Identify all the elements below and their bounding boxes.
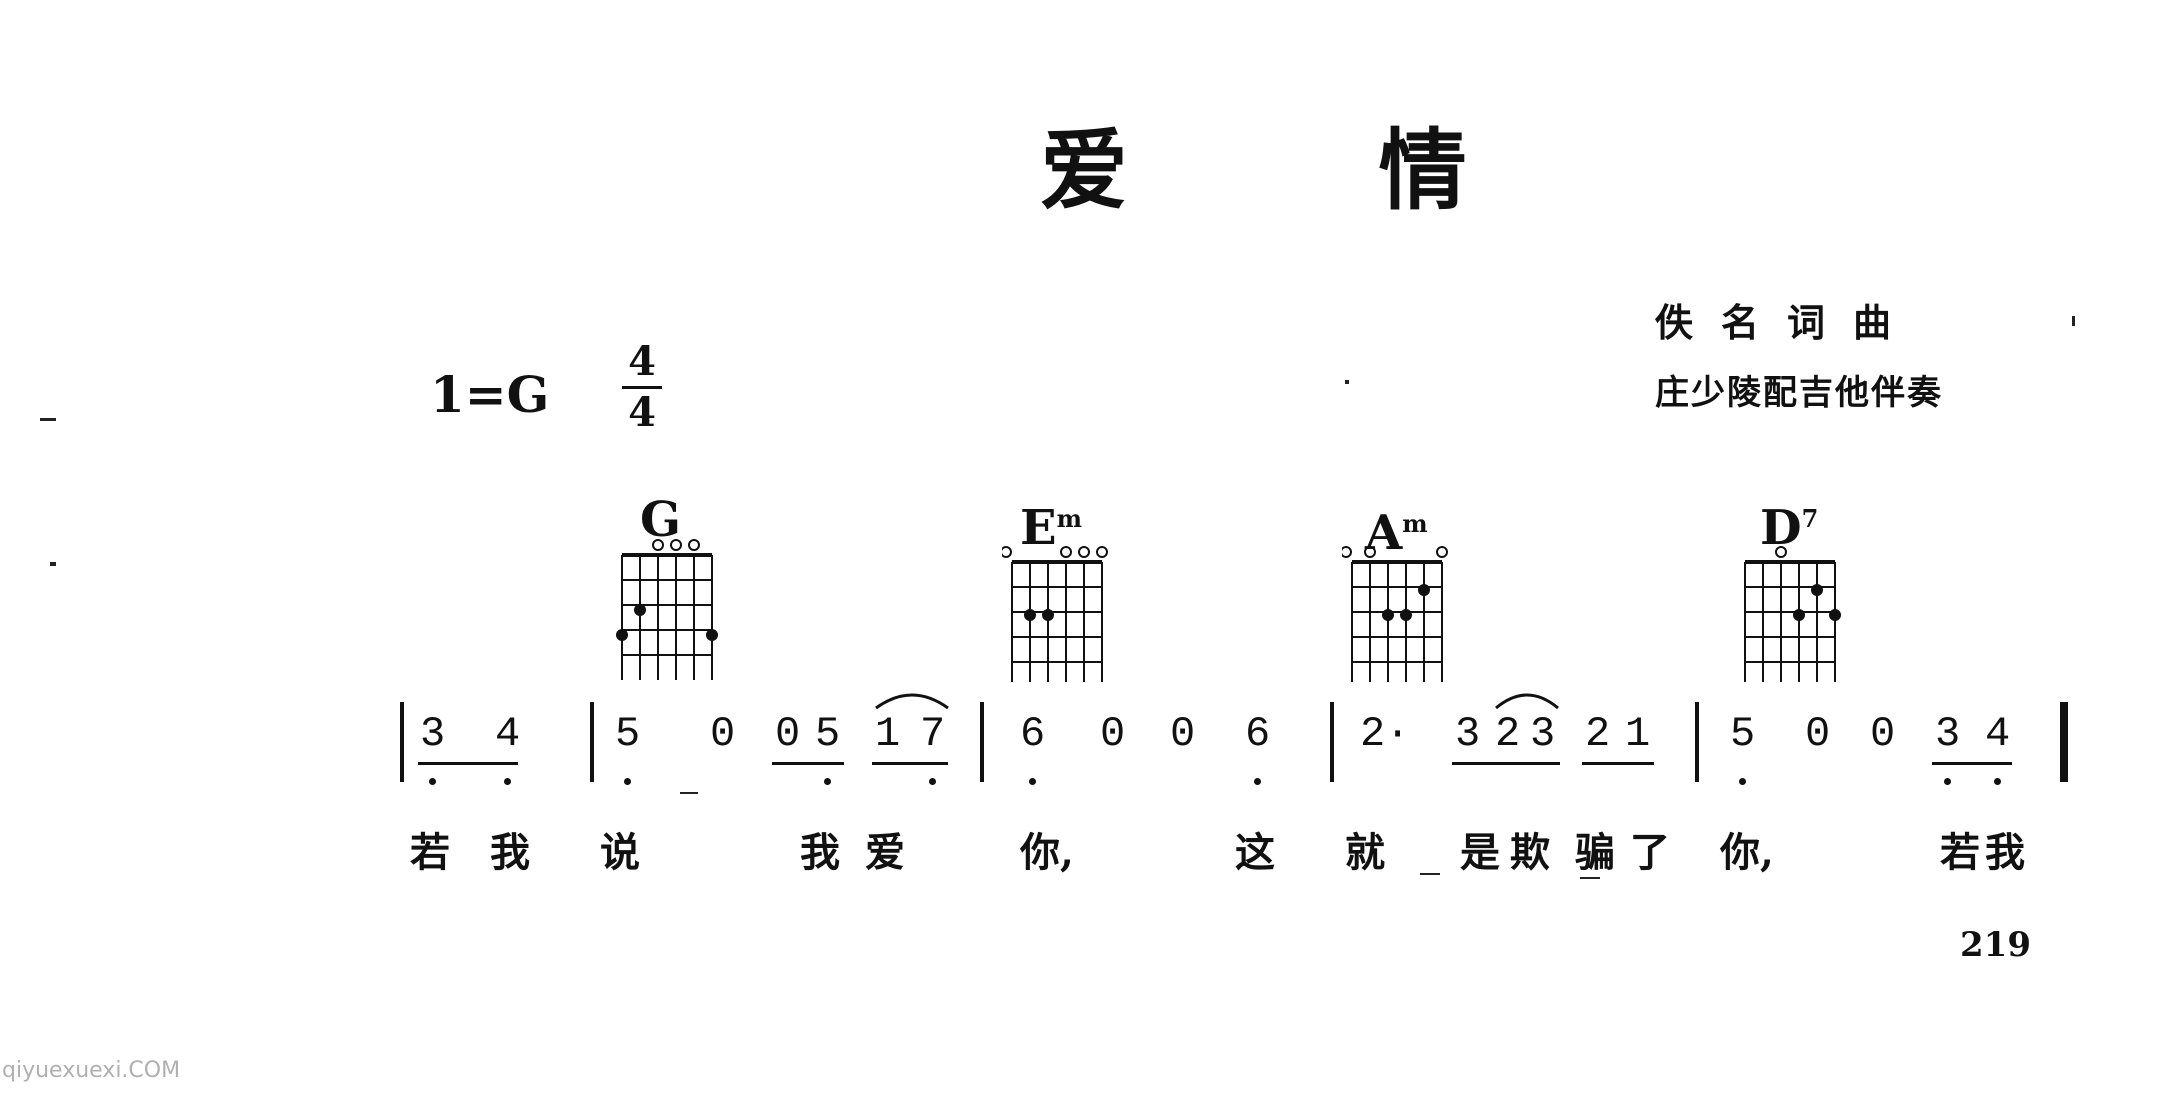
underline bbox=[872, 762, 948, 765]
chord-label: G bbox=[640, 492, 681, 548]
note: 0 bbox=[710, 710, 736, 758]
time-signature-bottom: 4 bbox=[628, 389, 656, 436]
octave-dot bbox=[1944, 778, 1951, 785]
song-title: 爱 情 bbox=[1040, 118, 1577, 222]
chord-quality: 7 bbox=[1801, 504, 1819, 533]
chord-quality: m bbox=[1402, 509, 1428, 538]
lyric-char: 爱 bbox=[865, 829, 905, 876]
lyric-char: 就 bbox=[1345, 829, 1385, 876]
tie bbox=[1495, 693, 1559, 710]
note: 5 bbox=[1730, 710, 1756, 758]
time-signature-top: 4 bbox=[628, 338, 656, 385]
chord-diagram-em bbox=[1002, 546, 1108, 682]
note: 5 bbox=[615, 710, 641, 758]
chord-diagram-am bbox=[1342, 546, 1448, 682]
octave-dot bbox=[429, 778, 436, 785]
barline bbox=[400, 702, 404, 782]
scan-speck bbox=[50, 562, 56, 566]
scan-speck bbox=[40, 418, 56, 421]
note: 2 bbox=[1495, 710, 1521, 758]
scan-speck bbox=[1580, 877, 1600, 879]
lyric-char: 欺 bbox=[1510, 829, 1550, 876]
lyric-char: 了 bbox=[1630, 829, 1670, 876]
underline bbox=[1452, 762, 1560, 765]
barline bbox=[980, 702, 984, 782]
key-signature: 1=G bbox=[430, 365, 550, 424]
octave-dot bbox=[1994, 778, 2001, 785]
lyric-char: 是 bbox=[1460, 829, 1500, 876]
lyric-char: 我 bbox=[800, 829, 840, 876]
notation-row: 3 4 5 0 0 5 1 7 6 0 0 6 2 · 3 2 3 2 1 5 … bbox=[400, 693, 2100, 830]
underline bbox=[1582, 762, 1654, 765]
note: 3 bbox=[420, 710, 446, 758]
note: 4 bbox=[495, 710, 521, 758]
lyric-char: 你, bbox=[1020, 829, 1074, 876]
scan-speck bbox=[2072, 316, 2075, 326]
chord-name-g: G bbox=[640, 492, 681, 548]
octave-dot bbox=[1029, 778, 1036, 785]
chord-diagram-g bbox=[616, 539, 718, 680]
lyric-char: 我 bbox=[1985, 829, 2025, 876]
page-number: 219 bbox=[1960, 925, 2031, 965]
barline bbox=[590, 702, 594, 782]
note: 3 bbox=[1455, 710, 1481, 758]
arranger-credit: 庄少陵配吉他伴奏 bbox=[1655, 373, 1943, 413]
scan-speck bbox=[680, 792, 698, 794]
note: 3 bbox=[1530, 710, 1556, 758]
time-signature: 4 4 bbox=[622, 340, 662, 435]
scan-speck bbox=[1420, 873, 1440, 875]
note: 0 bbox=[1170, 710, 1196, 758]
chord-quality: m bbox=[1056, 504, 1082, 533]
tie bbox=[875, 693, 949, 710]
note: 7 bbox=[920, 710, 946, 758]
lyric-char: 说 bbox=[600, 829, 640, 876]
scan-speck bbox=[1345, 380, 1349, 384]
barline bbox=[1695, 702, 1699, 782]
note: 1 bbox=[875, 710, 901, 758]
note: 0 bbox=[1100, 710, 1126, 758]
lyric-char: 若 bbox=[1940, 829, 1980, 876]
note: 0 bbox=[1805, 710, 1831, 758]
note: 1 bbox=[1625, 710, 1651, 758]
octave-dot bbox=[1254, 778, 1261, 785]
end-barline bbox=[2060, 702, 2068, 782]
lyric-char: 若 bbox=[410, 829, 450, 876]
octave-dot bbox=[929, 778, 936, 785]
octave-dot bbox=[1739, 778, 1746, 785]
underline bbox=[418, 762, 518, 765]
time-signature-bar bbox=[622, 386, 662, 389]
watermark: qiyuexuexi.COM bbox=[2, 1058, 181, 1083]
octave-dot bbox=[624, 778, 631, 785]
underline bbox=[772, 762, 844, 765]
chord-name-am: Am bbox=[1365, 505, 1428, 561]
octave-dot bbox=[824, 778, 831, 785]
octave-dot bbox=[504, 778, 511, 785]
note: 4 bbox=[1985, 710, 2011, 758]
note: 2 bbox=[1360, 710, 1386, 758]
lyric-char: 骗 bbox=[1575, 829, 1615, 876]
barline bbox=[1330, 702, 1334, 782]
note: 6 bbox=[1020, 710, 1046, 758]
note: · bbox=[1385, 710, 1411, 758]
note: 6 bbox=[1245, 710, 1271, 758]
chord-diagram-d7 bbox=[1744, 546, 1841, 682]
note: 2 bbox=[1585, 710, 1611, 758]
note: 0 bbox=[775, 710, 801, 758]
lyric-char: 这 bbox=[1235, 829, 1275, 876]
lyric-char: 你, bbox=[1720, 829, 1774, 876]
note: 3 bbox=[1935, 710, 1961, 758]
chord-label: A bbox=[1365, 505, 1403, 561]
note: 5 bbox=[815, 710, 841, 758]
composer-credit: 佚名词曲 bbox=[1655, 300, 1920, 345]
chord-name-d7: D7 bbox=[1760, 500, 1818, 556]
underline bbox=[1932, 762, 2012, 765]
chord-name-em: Em bbox=[1020, 500, 1082, 556]
chord-label: E bbox=[1020, 500, 1057, 556]
note: 0 bbox=[1870, 710, 1896, 758]
lyric-char: 我 bbox=[490, 829, 530, 876]
